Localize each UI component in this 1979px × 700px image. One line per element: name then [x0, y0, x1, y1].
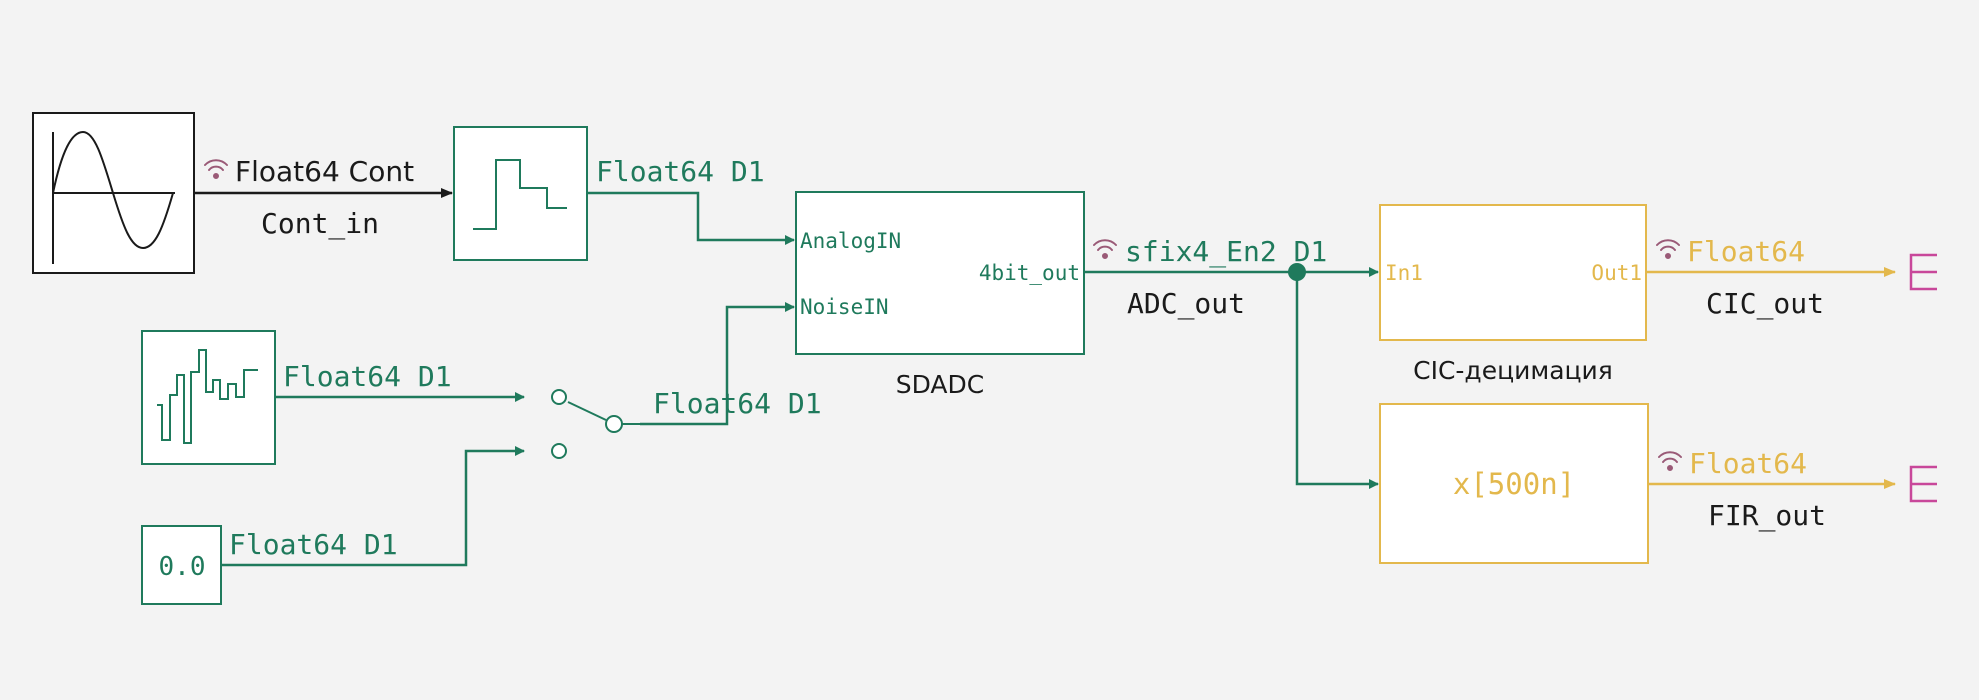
fir-block[interactable]: x[500n] — [1379, 403, 1649, 564]
constant-value: 0.0 — [159, 552, 206, 582]
signal-type-label: Float64 D1 — [596, 155, 765, 188]
constant-block[interactable]: 0.0 — [141, 525, 222, 605]
signal-name-label: CIC_out — [1706, 287, 1824, 321]
signal-line-constant-to-switch[interactable] — [222, 446, 525, 567]
sdadc-port-noisein: NoiseIN — [800, 295, 889, 319]
signal-name-label: ADC_out — [1127, 287, 1245, 321]
sdadc-port-analogin: AnalogIN — [800, 229, 901, 253]
signal-type-label: Float64 D1 — [283, 360, 452, 393]
branch-point — [1288, 263, 1306, 281]
cic-decimation-block[interactable]: In1 Out1 — [1379, 204, 1647, 341]
signal-type-label: Float64 D1 — [229, 528, 398, 561]
signal-type-label: sfix4_En2 D1 — [1125, 235, 1327, 269]
wifi-icon — [204, 159, 228, 179]
signal-type-label: Float64 — [1687, 235, 1805, 268]
random-steps-icon — [157, 349, 258, 444]
sdadc-port-4bit-out: 4bit_out — [979, 261, 1080, 285]
sdadc-block[interactable]: AnalogIN NoiseIN 4bit_out — [795, 191, 1085, 355]
signal-name-label: Cont_in — [261, 207, 379, 241]
manual-switch[interactable] — [551, 389, 640, 459]
wifi-icon — [1656, 239, 1680, 259]
signal-line-switch-to-sdadc[interactable] — [640, 302, 795, 426]
sine-wave-block[interactable] — [32, 112, 195, 274]
manual-switch-icon — [551, 389, 640, 459]
cic-block-name: CIC-децимация — [1413, 356, 1613, 385]
terminator-fir[interactable] — [1909, 465, 1937, 503]
step-icon — [473, 159, 567, 230]
wifi-icon — [1093, 239, 1117, 259]
signal-type-label: Float64 — [1689, 447, 1807, 480]
terminator-cic[interactable] — [1909, 253, 1937, 291]
signal-line-branch-to-fir[interactable] — [1295, 272, 1379, 489]
signal-name-label: FIR_out — [1708, 499, 1826, 533]
fir-block-label: x[500n] — [1453, 467, 1575, 501]
noise-source-block[interactable] — [141, 330, 276, 465]
sdadc-block-name: SDADC — [896, 370, 985, 399]
cic-port-out1: Out1 — [1591, 261, 1642, 285]
wifi-icon — [1658, 451, 1682, 471]
sine-wave-icon — [52, 130, 175, 264]
signal-type-label: Float64 D1 — [653, 387, 822, 420]
zero-order-hold-block[interactable] — [453, 126, 588, 261]
cic-port-in1: In1 — [1385, 261, 1423, 285]
signal-line-zoh-to-sdadc[interactable] — [588, 191, 795, 245]
signal-type-label: Float64 Cont — [235, 155, 414, 188]
